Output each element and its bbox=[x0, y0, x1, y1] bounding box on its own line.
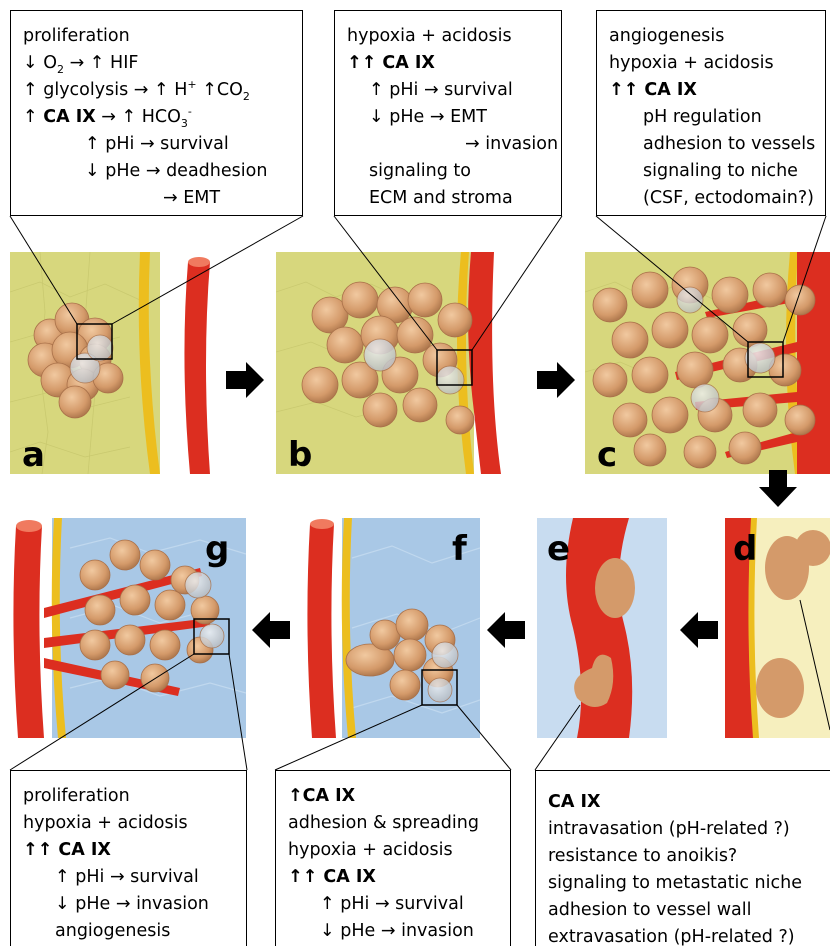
tumor-cells-b bbox=[302, 282, 474, 434]
tumor-cells-f bbox=[346, 609, 458, 702]
arrow-f-to-g bbox=[252, 612, 290, 648]
arrow-e-to-f bbox=[487, 612, 525, 648]
tumor-cells-g bbox=[80, 540, 224, 692]
arrow-b-to-c bbox=[537, 362, 575, 398]
tumor-cells-a bbox=[28, 303, 123, 418]
tumor-cells-c bbox=[593, 267, 815, 468]
arrow-c-to-d bbox=[759, 470, 797, 507]
arrow-d-to-e bbox=[680, 612, 718, 648]
arrow-a-to-b bbox=[226, 362, 264, 398]
